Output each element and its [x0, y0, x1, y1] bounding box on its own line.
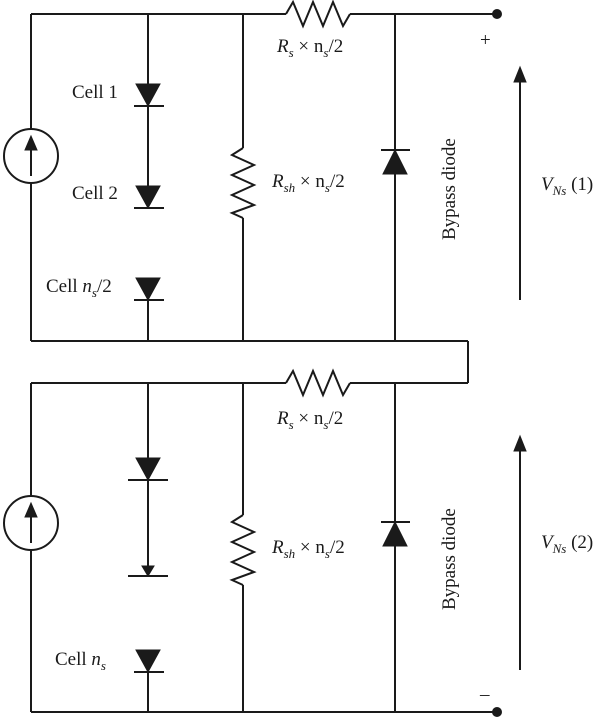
lower-module: Cell ns Rs × ns/2 Rsh × ns/2 Bypass diod… [3, 368, 593, 717]
upper-cell-2-diode [135, 185, 161, 210]
label-cell-2: Cell 2 [72, 183, 118, 204]
upper-cell-last-diode [135, 277, 161, 302]
lower-negative-terminal [492, 707, 502, 717]
label-cell-ns: Cell ns [55, 649, 106, 673]
lower-minus-sign: – [479, 684, 490, 705]
upper-bypass-diode [382, 148, 408, 175]
lower-bypass-diode [382, 520, 408, 547]
upper-positive-terminal [492, 9, 502, 19]
upper-bypass-label: Bypass diode [439, 138, 460, 240]
label-cell-1: Cell 1 [72, 82, 118, 103]
upper-voltage-label: VNs (1) [541, 174, 593, 198]
lower-series-resistor [285, 368, 351, 398]
lower-voltage-label: VNs (2) [541, 532, 593, 556]
lower-voltage-arrowhead [513, 434, 527, 452]
upper-module: + Cell 1 Cell 2 Cell ns/2 Rs × ns/2 Rsh … [3, 0, 593, 342]
lower-cell-1-diode [135, 457, 161, 482]
lower-bypass-label: Bypass diode [439, 508, 460, 610]
lower-rs-label: Rs × ns/2 [276, 408, 343, 432]
lower-cell-last-diode [135, 649, 161, 674]
upper-shunt-resistor [229, 147, 257, 219]
upper-cell-1-diode [135, 83, 161, 108]
upper-plus-sign: + [480, 30, 491, 51]
lower-current-source [3, 495, 59, 551]
lower-shunt-resistor [229, 514, 257, 586]
upper-series-resistor [285, 0, 351, 29]
lower-cell-2-arrowhead [141, 565, 155, 577]
upper-rs-label: Rs × ns/2 [276, 36, 343, 60]
module-interconnect [350, 341, 469, 384]
upper-rsh-label: Rsh × ns/2 [271, 171, 345, 195]
upper-current-source [3, 128, 59, 184]
upper-voltage-arrowhead [513, 65, 527, 83]
label-cell-ns-half: Cell ns/2 [46, 276, 112, 300]
lower-rsh-label: Rsh × ns/2 [271, 537, 345, 561]
